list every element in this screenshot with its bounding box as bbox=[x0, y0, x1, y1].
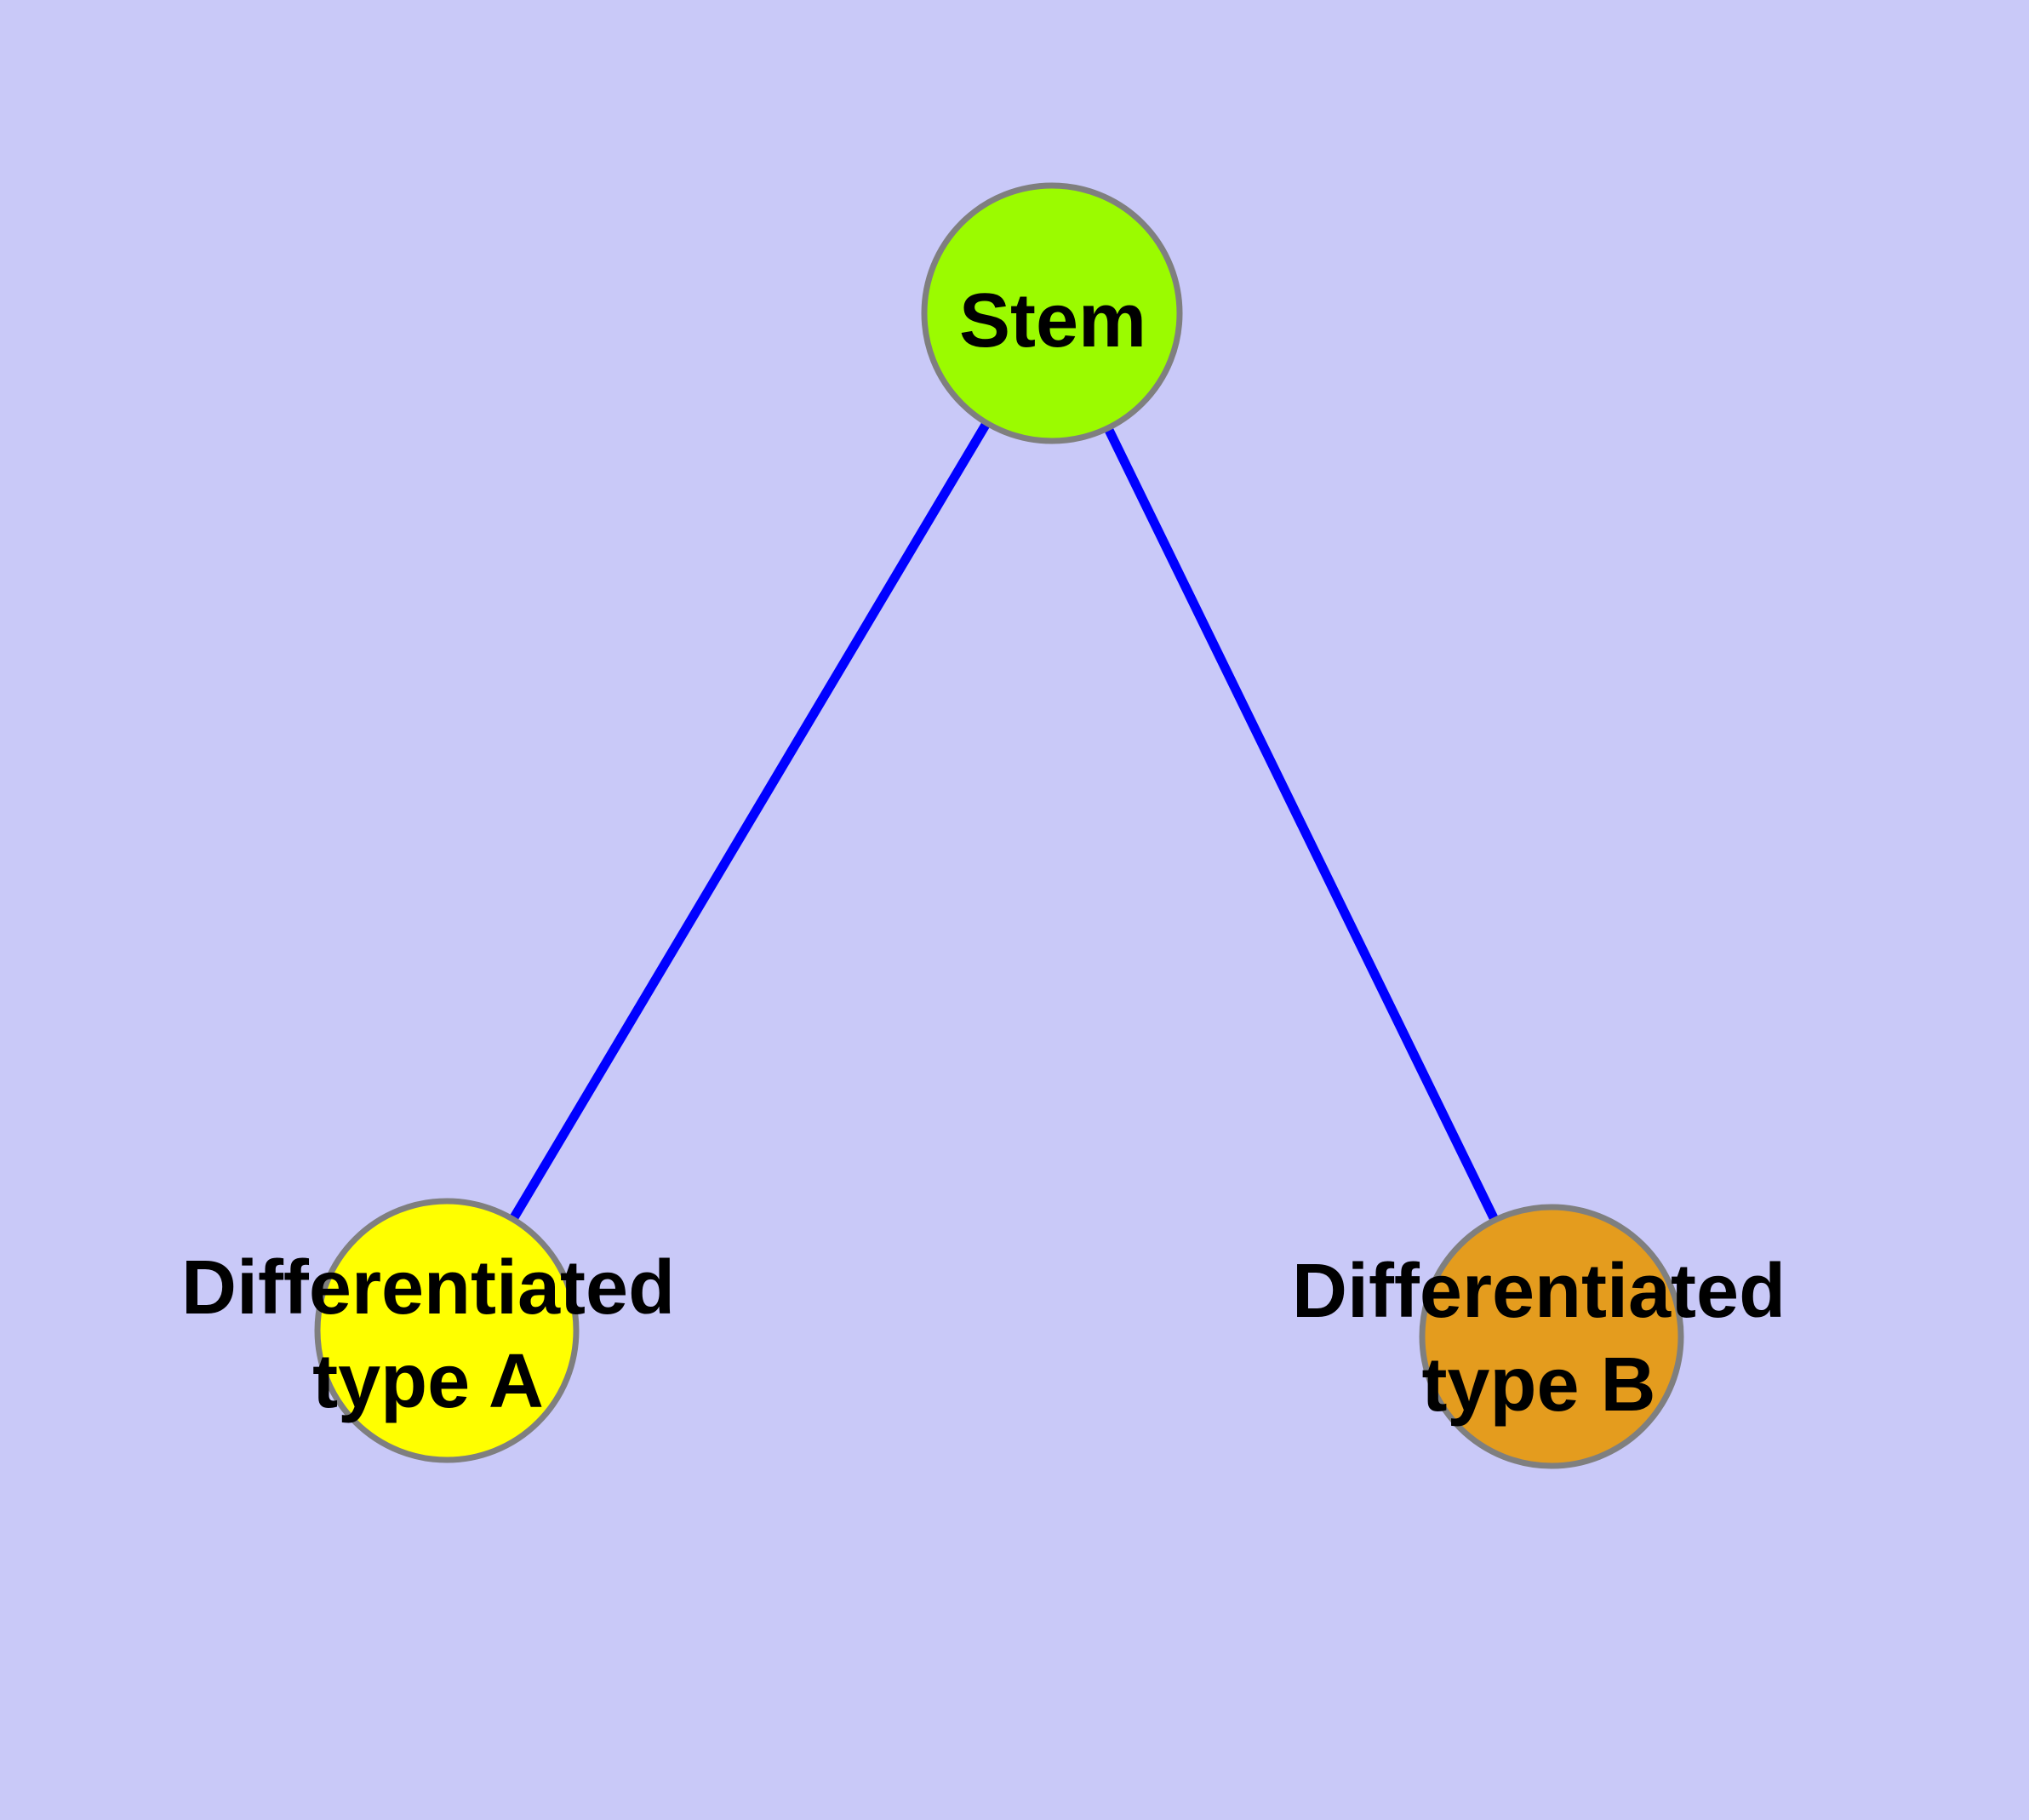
node-circle-differentiated-type-a bbox=[314, 1198, 580, 1463]
node-circle-differentiated-type-b bbox=[1419, 1204, 1684, 1469]
node-circle-stem bbox=[921, 182, 1183, 444]
edge-stem-to-differentiated-type-b bbox=[1048, 311, 1556, 1339]
edge-stem-to-differentiated-type-a bbox=[443, 311, 1056, 1333]
